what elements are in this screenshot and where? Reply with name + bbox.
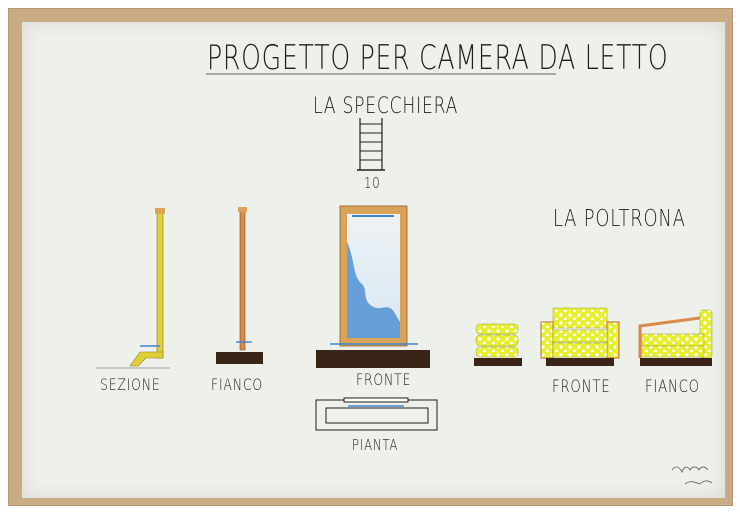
mirror-front-drawing	[316, 205, 430, 368]
mirror-scale-label: 10	[364, 174, 381, 192]
mirror-heading: LA SPECCHIERA	[313, 94, 459, 119]
mirror-scale-icon	[357, 118, 385, 171]
mirror-side-drawing	[216, 207, 263, 364]
drawing-title: PROGETTO PER CAMERA DA LETTO	[207, 38, 669, 78]
mirror-section-label: SEZIONE	[100, 375, 161, 394]
armchair-side-label: FIANCO	[645, 377, 700, 397]
mirror-plan-drawing	[315, 397, 438, 431]
armchair-front-label: FRONTE	[552, 377, 611, 397]
mirror-front-label: FRONTE	[356, 370, 412, 389]
mirror-plan-label: PIANTA	[352, 436, 399, 454]
mirror-section-drawing	[96, 208, 170, 369]
armchair-heading: LA POLTRONA	[553, 206, 686, 232]
mirror-side-label: FIANCO	[211, 375, 263, 394]
armchair-cushion-drawing	[474, 323, 522, 366]
armchair-front-drawing	[540, 307, 620, 366]
signature-mark	[671, 466, 713, 485]
armchair-side-drawing	[638, 309, 713, 366]
